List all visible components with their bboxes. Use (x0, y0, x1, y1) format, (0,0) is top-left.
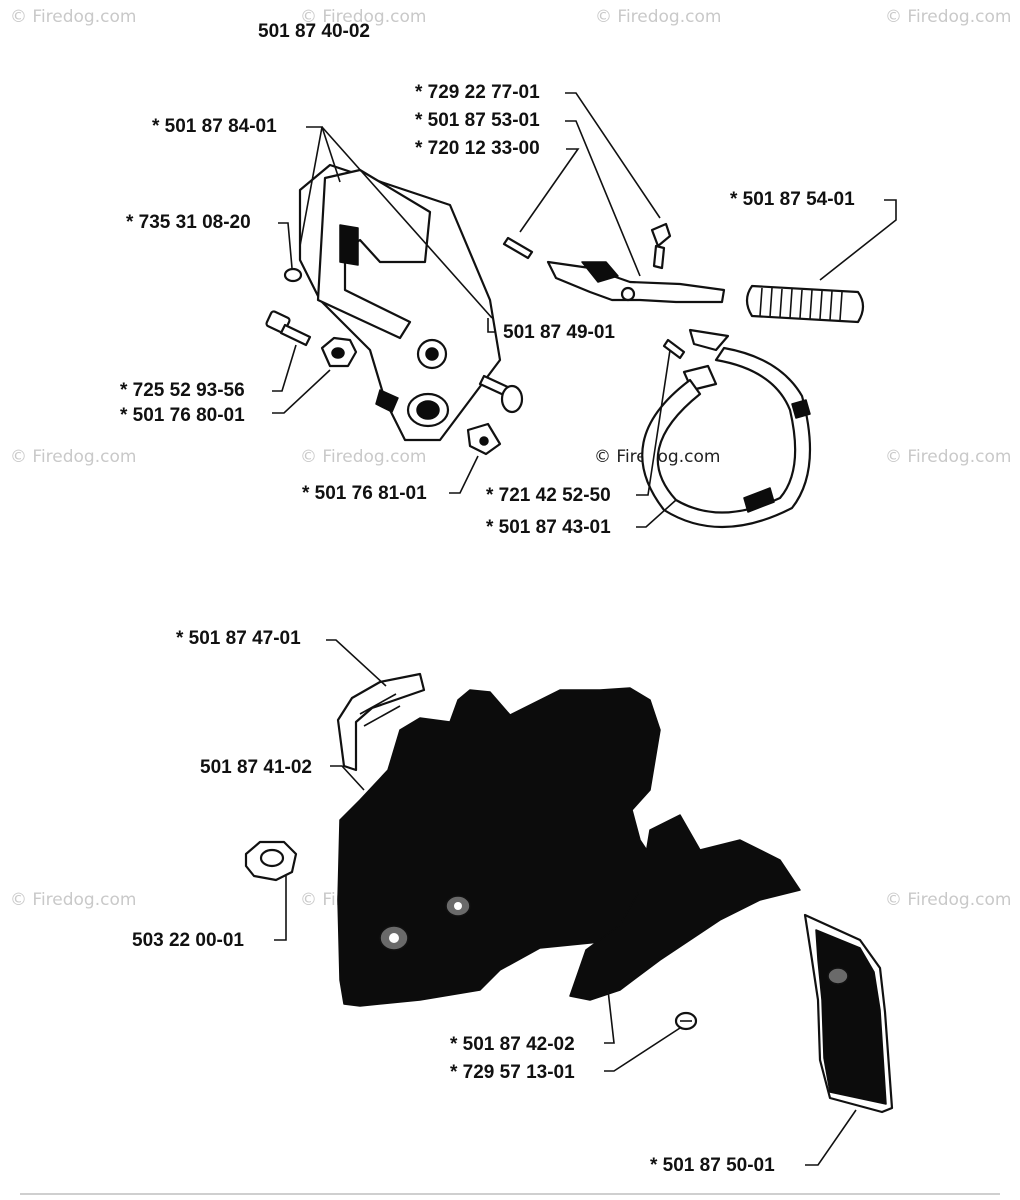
washer-735-31-08-20 (283, 267, 303, 283)
screw-729-57-13-01 (674, 1011, 698, 1031)
part-label: * 725 52 93-56 (120, 380, 245, 401)
watermark: © Firedog.com (885, 447, 1011, 467)
part-label: * 729 22 77-01 (415, 82, 540, 103)
brake-lever (502, 222, 726, 304)
watermark: © Firedog.com (10, 447, 136, 467)
leader-lines (272, 92, 897, 1166)
watermark: © Firedog.com (885, 7, 1011, 27)
watermark: © Firedog.com (10, 890, 136, 910)
part-label: * 501 76 80-01 (120, 405, 245, 426)
part-label: * 501 87 43-01 (486, 517, 611, 538)
part-label: * 721 42 52-50 (486, 485, 611, 506)
part-label: * 501 87 42-02 (450, 1034, 575, 1055)
part-label: * 720 12 33-00 (415, 138, 540, 159)
deflector-501-87-42-02 (569, 814, 801, 1001)
brake-band-501-87-43-01 (641, 328, 812, 529)
part-labels: 501 87 40-02 * 501 87 84-01 * 735 31 08-… (120, 21, 855, 1176)
nut-501-76-80-01 (320, 336, 358, 368)
part-label: * 735 31 08-20 (126, 212, 251, 233)
watermark: © Firedog.com (300, 447, 426, 467)
part-label: 503 22 00-01 (132, 930, 244, 951)
part-label: * 501 87 53-01 (415, 110, 540, 131)
part-label: * 501 87 47-01 (176, 628, 301, 649)
clutch-cover-501-87-41-02 (337, 687, 661, 1007)
spring-501-87-54-01 (745, 284, 865, 324)
pin-501-87-49-01 (478, 374, 524, 414)
bar-cover-501-87-50-01 (803, 913, 894, 1114)
part-label: * 501 87 54-01 (730, 189, 855, 210)
part-label: * 501 87 50-01 (650, 1155, 775, 1176)
part-label: 501 87 49-01 (503, 322, 615, 343)
part-label: * 501 87 84-01 (152, 116, 277, 137)
watermark: © Firedog.com (885, 890, 1011, 910)
watermark: © Firedog.com (595, 7, 721, 27)
bushing-501-76-81-01 (466, 422, 502, 456)
part-label: * 729 57 13-01 (450, 1062, 575, 1083)
assembly-number: 501 87 40-02 (258, 21, 370, 42)
nut-503-22-00-01 (244, 840, 298, 882)
part-label: 501 87 41-02 (200, 757, 312, 778)
part-label: * 501 76 81-01 (302, 483, 427, 504)
guide-plate-501-87-47-01 (336, 672, 426, 772)
chain-brake-cover (298, 163, 502, 442)
watermark: © Firedog.com (300, 7, 426, 27)
page-bottom-rule (20, 1193, 1000, 1195)
screw-725-52-93-56 (265, 310, 312, 347)
watermark: © Firedog.com (10, 7, 136, 27)
